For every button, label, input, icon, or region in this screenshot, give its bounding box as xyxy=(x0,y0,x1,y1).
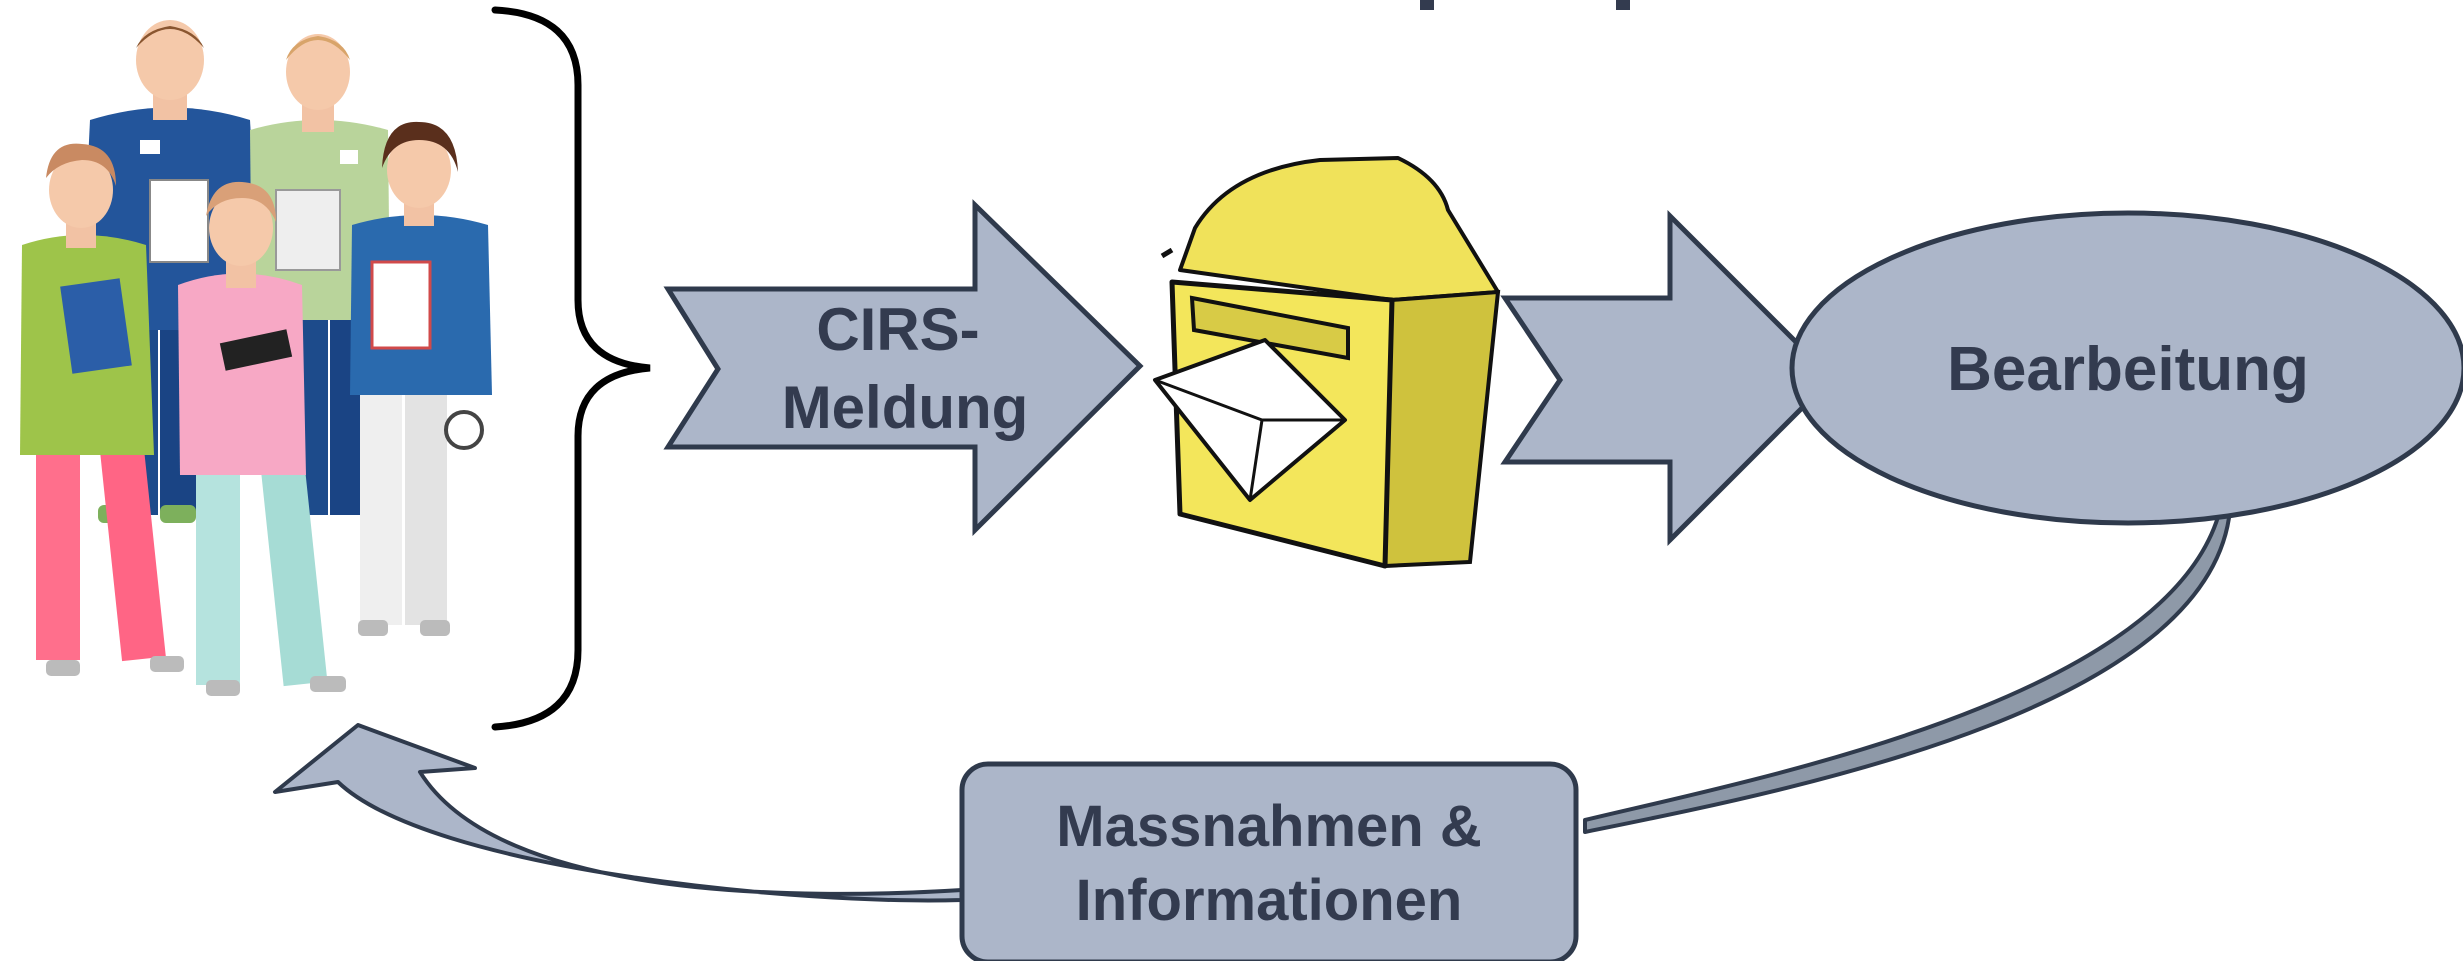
group-brace xyxy=(491,6,651,731)
title-fragment xyxy=(1420,0,1630,10)
measures-node: Massnahmen & Informationen xyxy=(959,761,1579,961)
measures-label-line2: Informationen xyxy=(1076,868,1463,933)
processing-node: Bearbeitung xyxy=(1789,210,2463,526)
mailbox-icon xyxy=(1153,156,1501,569)
report-label-line2: Meldung xyxy=(782,374,1029,441)
report-arrow: CIRS- Meldung xyxy=(663,199,1144,537)
measures-label-line1: Massnahmen & xyxy=(1056,794,1481,859)
staff-figure-lime xyxy=(20,143,184,676)
return-arrow xyxy=(273,508,2232,903)
processing-label: Bearbeitung xyxy=(1947,335,2309,404)
staff-figure-blue xyxy=(350,121,492,636)
report-label-line1: CIRS- xyxy=(816,296,979,363)
processing-arrow xyxy=(1500,209,1836,547)
staff-figure-pink xyxy=(178,181,346,696)
healthcare-team-icon xyxy=(20,20,492,696)
